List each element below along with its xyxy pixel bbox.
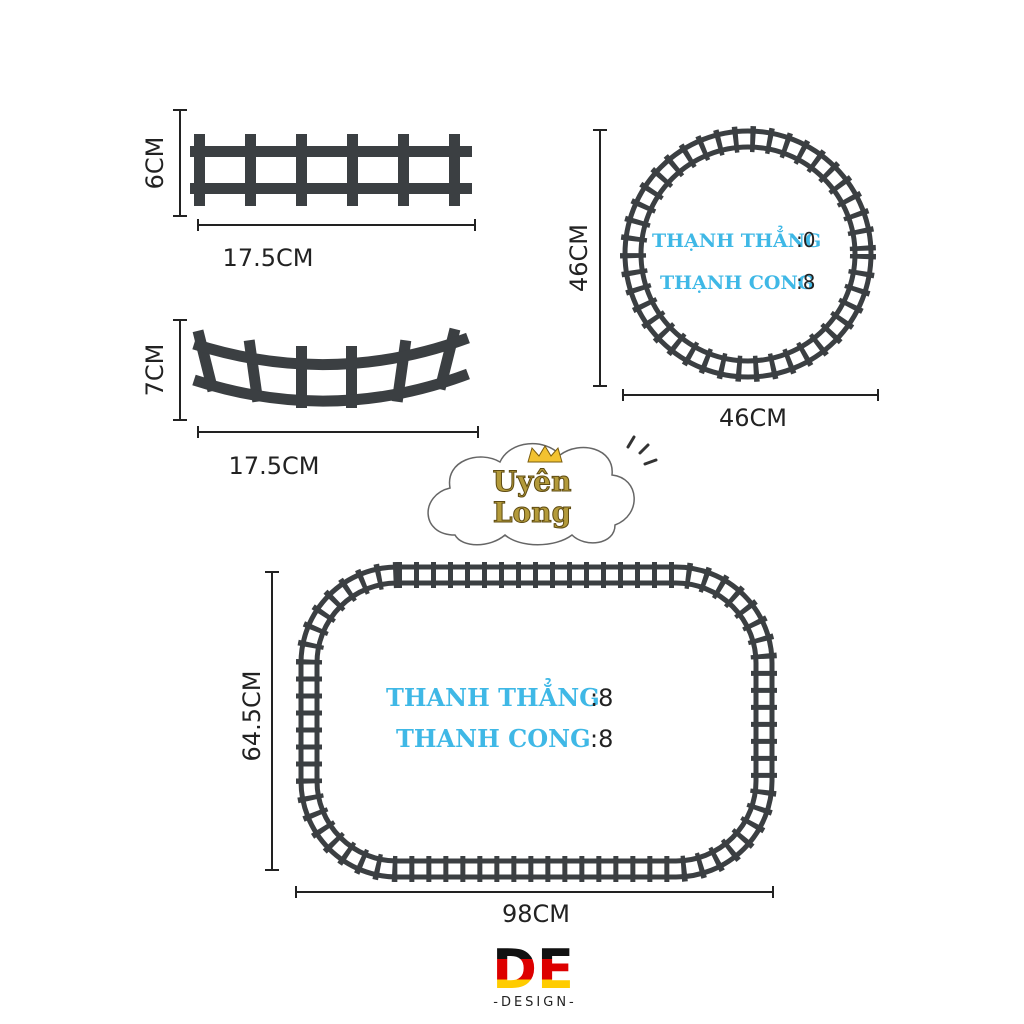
crown-icon	[527, 445, 563, 463]
oval-track-rail-outer	[298, 564, 775, 880]
de-design-logo: DE -DESIGN-	[492, 938, 577, 1010]
sparkle-icon	[626, 435, 658, 466]
circle-curved-label: THẠNH CONG	[660, 272, 814, 294]
curved-height-dimension: 7CM	[141, 319, 187, 421]
curved-width-dimension: 17.5CM	[197, 426, 479, 480]
oval-curved-label: THANH CONG	[396, 724, 591, 753]
circle-track-rail-outer	[622, 128, 874, 380]
cloud-shape	[427, 443, 635, 546]
straight-track-sleepers	[194, 134, 460, 206]
curved-height-label: 7CM	[141, 344, 169, 397]
curved-track-piece	[192, 327, 470, 408]
oval-track-layout: THANH THẲNG :8 THANH CONG :8	[296, 562, 777, 882]
circle-track-rail-inner	[638, 144, 858, 364]
circle-curved-count: :8	[796, 270, 815, 294]
straight-height-label: 6CM	[141, 137, 169, 190]
watermark-line2: Long	[493, 496, 571, 529]
circle-height-dimension: 46CM	[565, 129, 607, 387]
curved-width-label: 17.5CM	[229, 452, 320, 480]
straight-width-dimension: 17.5CM	[197, 219, 476, 272]
uyen-long-watermark: Uyên Long	[427, 435, 658, 546]
curved-track-rail-top	[192, 332, 470, 371]
curved-track-rail-bottom	[192, 368, 470, 407]
oval-straight-label: THANH THẲNG	[386, 678, 600, 712]
oval-straight-count: :8	[590, 684, 613, 712]
circle-width-dimension: 46CM	[622, 389, 879, 432]
brand-mark: DE	[492, 938, 574, 1001]
straight-track-piece	[190, 134, 472, 206]
straight-width-label: 17.5CM	[223, 244, 314, 272]
oval-curved-count: :8	[590, 725, 613, 753]
oval-track-rail-inner	[314, 580, 759, 864]
circle-track-sleepers	[620, 126, 876, 382]
straight-track-rail-top	[190, 146, 472, 157]
oval-track-sleepers	[296, 562, 777, 882]
brand-tagline: -DESIGN-	[493, 995, 577, 1010]
oval-width-dimension: 98CM	[295, 886, 774, 928]
straight-height-dimension: 6CM	[141, 109, 187, 217]
straight-track-rail-bottom	[190, 183, 472, 194]
oval-height-dimension: 64.5CM	[238, 571, 279, 871]
watermark-line1: Uyên	[493, 465, 572, 498]
circle-straight-label: THẠNH THẲNG	[652, 225, 821, 252]
oval-width-label: 98CM	[502, 900, 570, 928]
oval-height-label: 64.5CM	[238, 671, 266, 762]
circle-track-layout: THẠNH THẲNG :0 THẠNH CONG :8	[620, 126, 876, 382]
circle-width-label: 46CM	[719, 404, 787, 432]
circle-straight-count: :0	[796, 228, 815, 252]
circle-height-label: 46CM	[565, 224, 593, 292]
